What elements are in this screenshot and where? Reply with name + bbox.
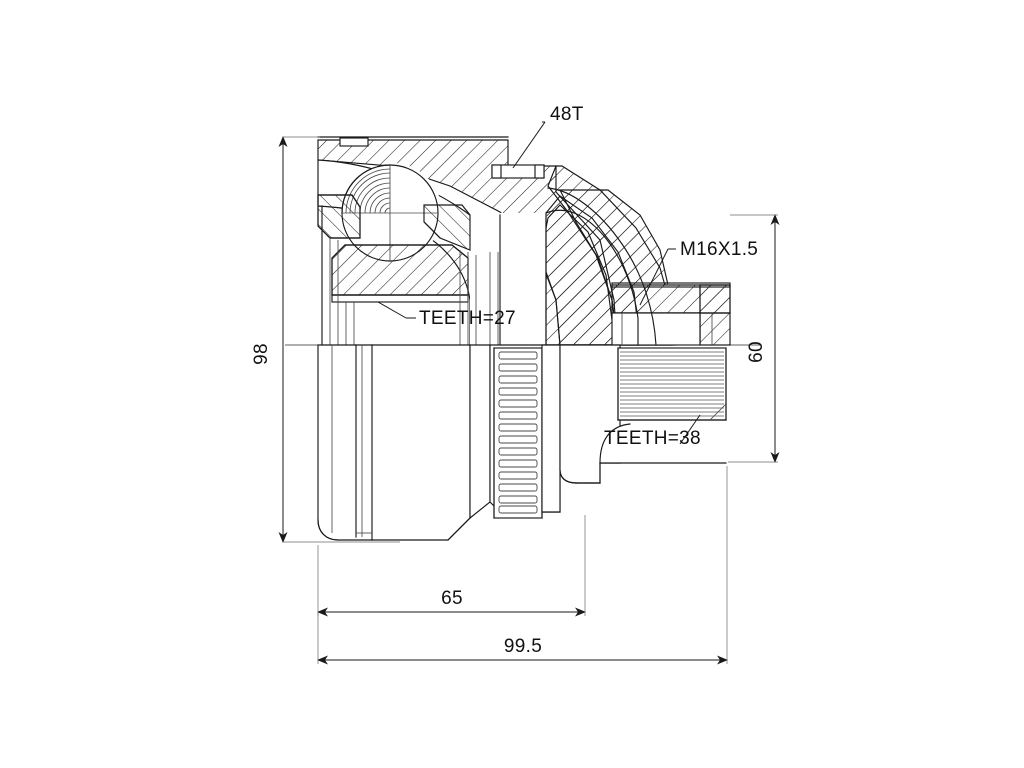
dim-label-99-5: 99.5 [504,636,542,657]
abs-tone-ring-48t [491,164,545,179]
callout-m16x1-5: M16X1.5 [639,239,758,306]
boot-groove-lines-left [321,205,499,346]
bearing-cage-left [317,194,361,239]
inner-race-spline-27 [331,244,469,303]
callout-teeth-38: TEETH=38 [604,414,701,449]
cv-joint-outside-lower [317,344,727,541]
abs-ring-teeth-slots [493,347,543,519]
shaft-spline-38 [617,347,727,421]
housing-top-lip [317,136,509,147]
label-m16x1-5: M16X1.5 [680,239,758,260]
label-teeth-38: TEETH=38 [604,428,701,449]
bell-outer-body [317,344,471,541]
label-teeth-27: TEETH=27 [419,308,516,329]
dim-label-65: 65 [441,588,463,609]
cv-joint-section-upper [317,136,731,349]
dimension-99-5: 99.5 [317,466,728,665]
boot-grooves-lower [317,344,373,541]
dimension-60: 60 [728,214,780,463]
dim-label-60: 60 [746,341,767,363]
label-48t: 48T [550,104,584,125]
callout-48t: 48T [512,104,584,169]
bearing-cage-right [423,204,471,251]
dimension-65: 65 [317,515,586,617]
callout-teeth-27: TEETH=27 [377,301,516,329]
bell-mid-taper [469,344,491,520]
dimension-98: 98 [251,136,400,543]
dim-label-98: 98 [251,343,272,365]
